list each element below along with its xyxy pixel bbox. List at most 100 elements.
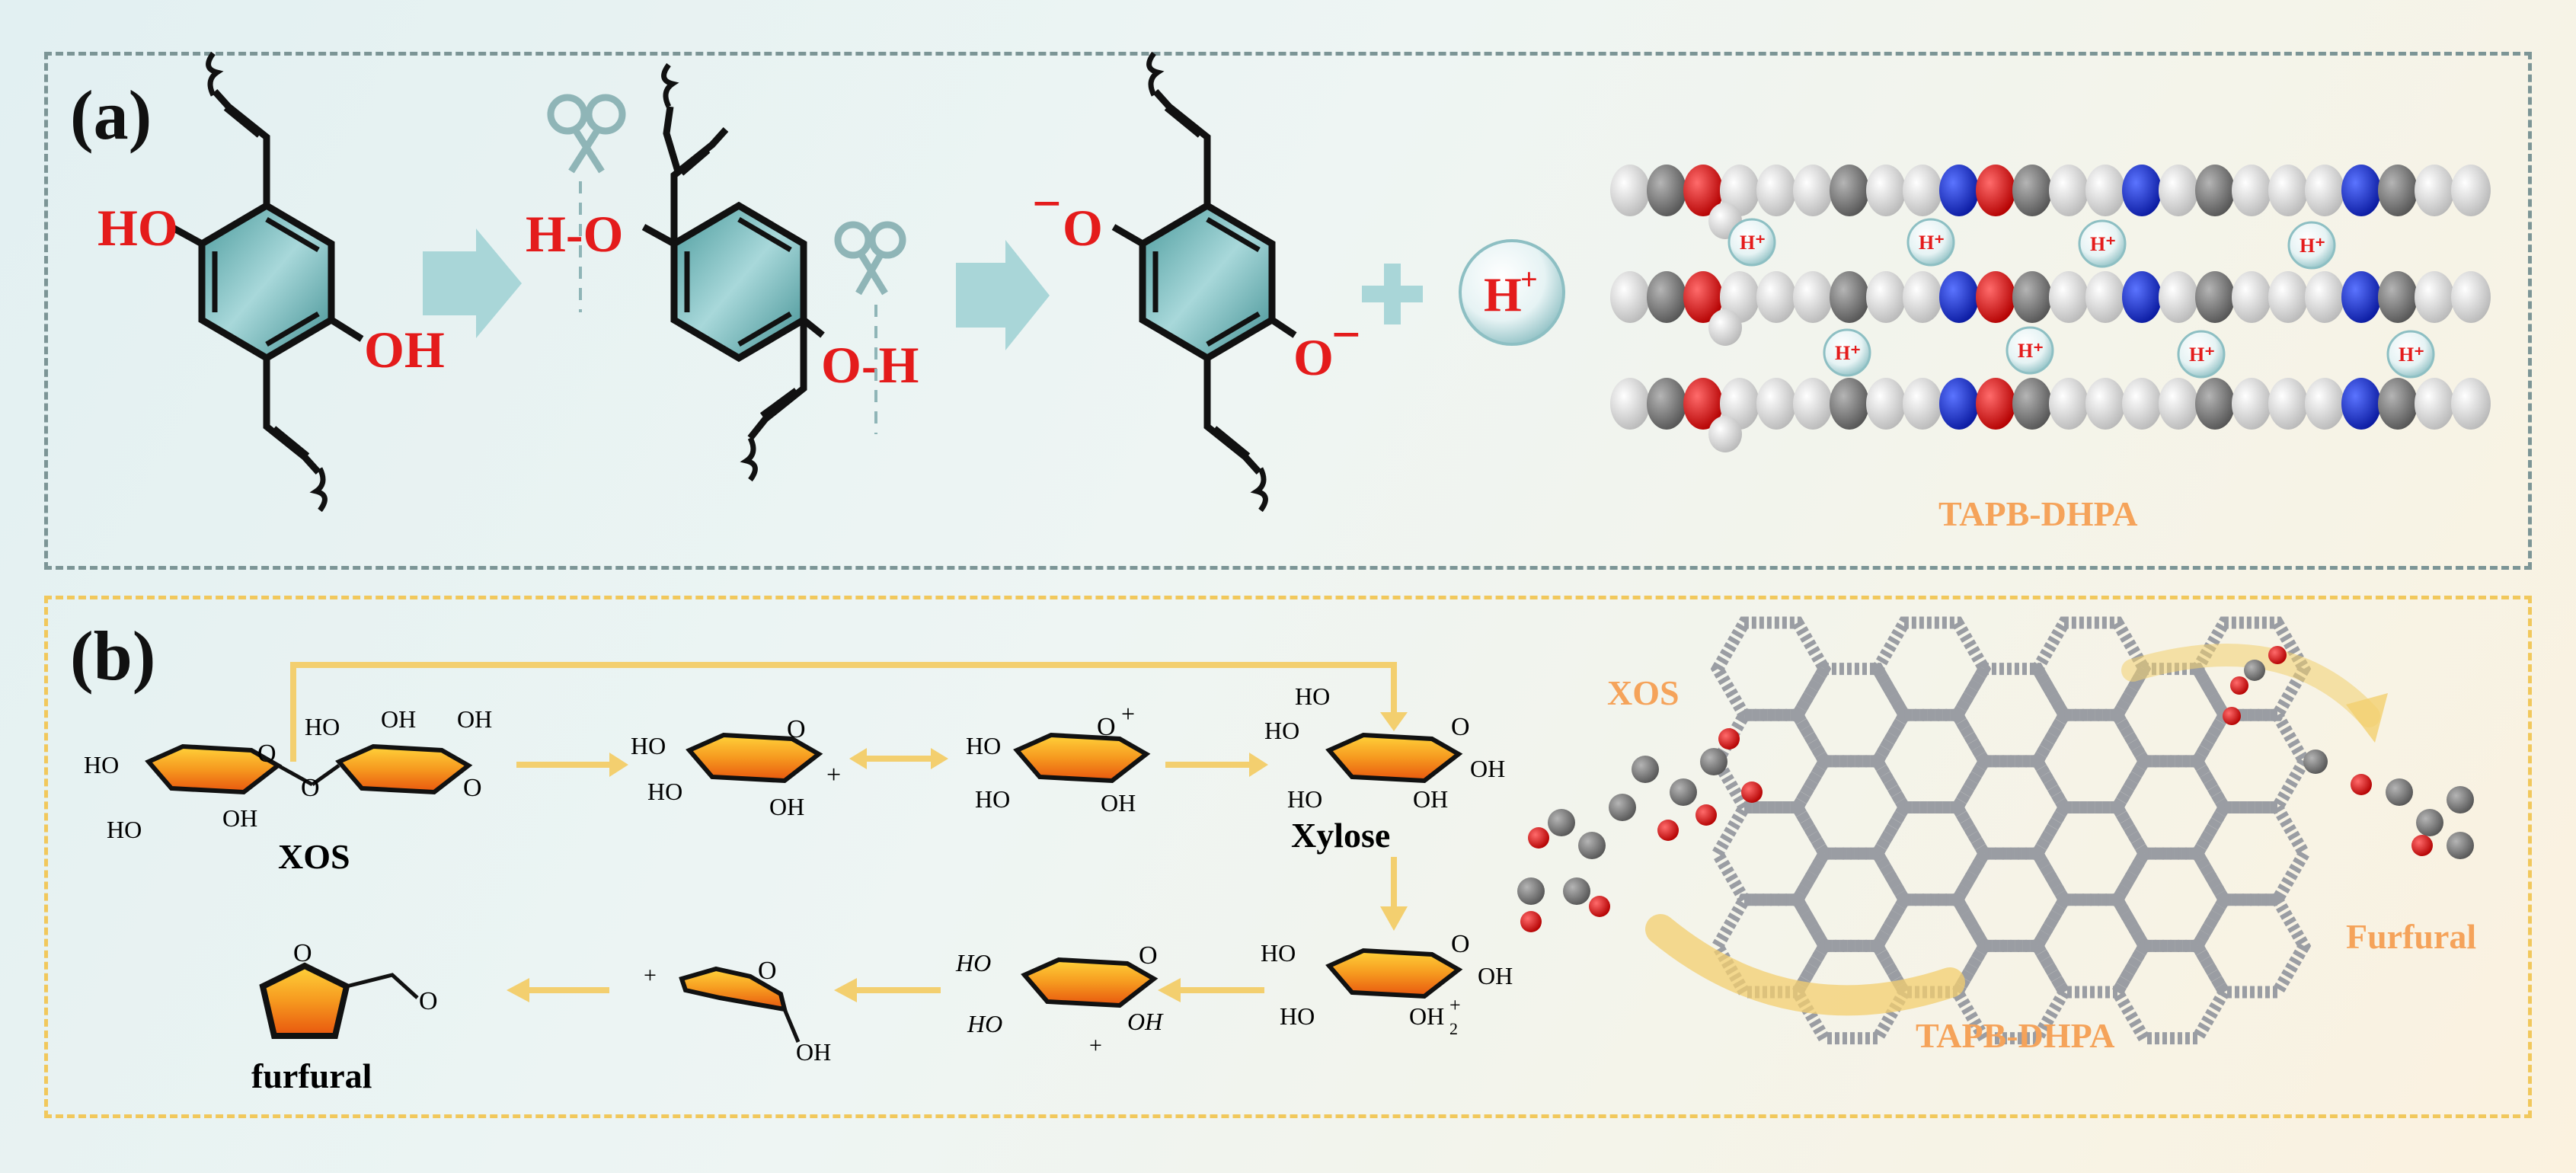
xylose-structure: HO HO OH HO O OH Xylose — [1264, 682, 1505, 855]
atom-sphere — [2451, 378, 2491, 430]
atom-sphere — [2012, 165, 2052, 216]
curved-arrow-top — [2121, 644, 2380, 727]
atom-sphere — [2085, 271, 2125, 323]
scissors-icon-1 — [547, 94, 626, 312]
svg-text:OH: OH — [769, 793, 804, 820]
atom-sphere — [2049, 378, 2089, 430]
svg-text:H⁺: H⁺ — [1740, 232, 1766, 254]
atom-sphere — [1939, 378, 1979, 430]
atom-sphere — [2378, 165, 2418, 216]
atom-sphere — [1683, 271, 1723, 323]
atom-sphere — [2305, 271, 2344, 323]
xos-structure: O O O HO HO OH HO OH OH XOS — [84, 705, 492, 876]
panel-b-frame — [44, 596, 2532, 1118]
arrow-b-3 — [1158, 978, 1264, 1002]
svg-text:HO: HO — [1264, 717, 1299, 744]
oxide-minus-2: − — [1331, 305, 1361, 363]
framework-label-b: TAPB-DHPA — [1916, 1016, 2115, 1055]
xylose-label: Xylose — [1291, 816, 1390, 855]
svg-text:HO: HO — [955, 949, 991, 976]
resonance-arrow — [849, 748, 948, 769]
hydroxyl-label-4: O-H — [821, 336, 919, 394]
atom-sphere — [1976, 378, 2015, 430]
arrow-b-1 — [516, 753, 628, 777]
svg-text:OH: OH — [1101, 789, 1136, 817]
svg-text:+: + — [1520, 262, 1538, 296]
bracket-arrow-head — [1380, 712, 1408, 731]
framework-label-a: TAPB-DHPA — [1938, 494, 2138, 533]
atom-sphere — [1866, 165, 1906, 216]
svg-text:H⁺: H⁺ — [1835, 342, 1861, 364]
atom-sphere — [2159, 165, 2198, 216]
proton-marker: H⁺ — [1823, 328, 1871, 377]
svg-text:+: + — [1121, 700, 1135, 727]
svg-text:H: H — [1484, 267, 1522, 321]
svg-text:OH: OH — [1470, 755, 1505, 782]
atom-sphere — [1830, 378, 1869, 430]
atom-sphere — [2012, 378, 2052, 430]
xos-ball-model — [1517, 728, 1763, 932]
atom-sphere — [1647, 271, 1686, 323]
arrow-a-1 — [423, 229, 522, 338]
hexagonal-pore — [2190, 616, 2312, 721]
xos-label-3d: XOS — [1607, 673, 1680, 712]
atom-sphere — [2122, 165, 2162, 216]
hexagonal-pore — [1950, 847, 2072, 952]
atom-sphere — [1610, 271, 1650, 323]
proton-bubble: H + — [1459, 239, 1565, 346]
proton-marker: H⁺ — [2078, 219, 2127, 268]
proton-marker: H⁺ — [1906, 218, 1955, 267]
hydroquinone-molecule-1: HO OH — [97, 51, 445, 513]
svg-text:OH: OH — [381, 705, 416, 733]
svg-text:HO: HO — [1261, 939, 1296, 967]
atom-sphere — [1830, 271, 1869, 323]
svg-text:+: + — [1449, 994, 1461, 1016]
atom-sphere — [2378, 271, 2418, 323]
svg-text:HO: HO — [107, 816, 142, 843]
atom-sphere — [1903, 165, 1942, 216]
svg-text:OH: OH — [1409, 1002, 1444, 1030]
proton-marker: H⁺ — [2287, 221, 2336, 270]
atom-sphere — [2232, 378, 2271, 430]
svg-text:O: O — [758, 957, 777, 985]
hexagonal-pore — [1790, 847, 1912, 952]
atom-sphere — [2195, 165, 2235, 216]
svg-text:HO: HO — [1295, 682, 1330, 710]
atom-sphere — [1866, 271, 1906, 323]
proton-markers: H⁺ H⁺ H⁺ H⁺ H⁺ H⁺ H⁺ H⁺ — [1727, 218, 2435, 379]
proton-marker: H⁺ — [2177, 330, 2226, 379]
svg-text:OH: OH — [796, 1038, 831, 1066]
atom-sphere — [2159, 378, 2198, 430]
svg-text:H⁺: H⁺ — [2018, 340, 2044, 362]
xylose-cation-1: HO HO OH O + — [631, 715, 841, 820]
svg-text:H⁺: H⁺ — [1919, 232, 1945, 254]
arrow-a-2 — [956, 240, 1050, 350]
svg-text:H⁺: H⁺ — [2399, 344, 2424, 366]
atom-sphere — [1610, 165, 1650, 216]
ring-cation: HO HO OH + O — [955, 941, 1164, 1058]
atom-sphere — [1708, 416, 1742, 452]
svg-text:HO: HO — [305, 713, 340, 740]
svg-text:HO: HO — [647, 778, 682, 805]
atom-sphere — [2341, 378, 2381, 430]
proton-marker: H⁺ — [1727, 218, 1776, 267]
panel-a-label: (a) — [70, 76, 152, 154]
arrow-b-4 — [834, 978, 941, 1002]
atom-sphere — [1939, 165, 1979, 216]
svg-text:O: O — [419, 987, 438, 1015]
atom-sphere — [2122, 378, 2162, 430]
oxide-label-2: O — [1293, 328, 1334, 386]
svg-text:HO: HO — [966, 732, 1001, 759]
cof-honeycomb-render: XOS Furfural TAPB-DHPA — [1517, 616, 2476, 1055]
atom-sphere — [2378, 378, 2418, 430]
panel-b-label: (b) — [70, 617, 156, 695]
svg-text:+: + — [1089, 1033, 1102, 1058]
hexagonal-pore — [2030, 616, 2152, 721]
atom-sphere — [1830, 165, 1869, 216]
svg-text:O: O — [257, 740, 276, 768]
atom-sphere — [2415, 378, 2454, 430]
atom-sphere — [1708, 309, 1742, 346]
curved-arrow-bottom — [1645, 914, 1965, 1016]
atom-sphere — [2012, 271, 2052, 323]
